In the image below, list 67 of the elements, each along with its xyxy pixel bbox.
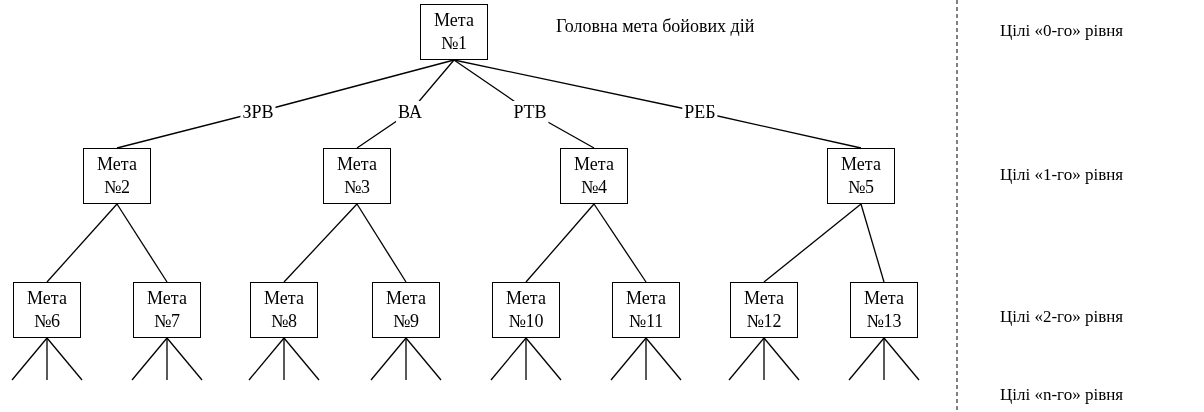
node-label: Мета №12	[743, 287, 785, 333]
node-label: Мета №3	[336, 153, 378, 199]
node-label: Мета №4	[573, 153, 615, 199]
branch-line	[525, 337, 562, 381]
branch-line	[283, 337, 320, 381]
edge-label: РТВ	[511, 101, 549, 123]
level-label: Цілі «2-го» рівня	[1000, 306, 1124, 328]
branch-line	[645, 337, 682, 381]
goal-box	[372, 282, 440, 338]
goal-box	[850, 282, 918, 338]
connector-line	[763, 203, 862, 283]
branch-line	[405, 337, 442, 381]
goal-box	[827, 148, 895, 204]
connector-line	[116, 203, 168, 283]
goal-box	[250, 282, 318, 338]
branch-line	[883, 337, 920, 381]
level-label: Цілі «n-го» рівня	[1000, 384, 1124, 406]
node-label: Мета №13	[863, 287, 905, 333]
node-label: Мета №10	[505, 287, 547, 333]
branch-line	[728, 337, 765, 381]
node-label: Мета №1	[433, 9, 475, 55]
branch-line	[490, 337, 527, 381]
level-label: Цілі «0-го» рівня	[1000, 20, 1124, 42]
goal-box	[612, 282, 680, 338]
node-label: Мета №11	[625, 287, 667, 333]
branch-line	[131, 337, 168, 381]
connector-line	[46, 203, 118, 283]
connector-line	[860, 203, 885, 283]
branch-line	[405, 337, 407, 381]
branch-line	[248, 337, 285, 381]
branch-line	[166, 337, 168, 381]
node-label: Мета №9	[385, 287, 427, 333]
goal-box	[13, 282, 81, 338]
connector-line	[356, 203, 407, 283]
node-label: Мета №7	[146, 287, 188, 333]
branch-line	[11, 337, 48, 381]
node-label: Мета №2	[96, 153, 138, 199]
edge-label: ВА	[396, 101, 424, 123]
level-label: Цілі «1-го» рівня	[1000, 164, 1124, 186]
goal-box	[560, 148, 628, 204]
node-label: Мета №5	[840, 153, 882, 199]
branch-line	[763, 337, 765, 381]
branch-line	[166, 337, 203, 381]
branch-line	[525, 337, 527, 381]
goal-box	[730, 282, 798, 338]
node-label: Мета №6	[26, 287, 68, 333]
node-label: Мета №8	[263, 287, 305, 333]
branch-line	[46, 337, 83, 381]
branch-line	[610, 337, 647, 381]
connector-line	[116, 59, 455, 149]
branch-line	[283, 337, 285, 381]
goal-box	[83, 148, 151, 204]
branch-line	[46, 337, 48, 381]
goal-box	[133, 282, 201, 338]
goal-box	[323, 148, 391, 204]
branch-line	[883, 337, 885, 381]
goal-box	[420, 4, 488, 60]
goal-box	[492, 282, 560, 338]
connector-line	[593, 203, 647, 283]
branch-line	[848, 337, 885, 381]
branch-line	[370, 337, 407, 381]
connector-line	[453, 59, 862, 149]
connector-line	[283, 203, 358, 283]
node-caption: Головна мета бойових дій	[556, 15, 755, 37]
branch-line	[763, 337, 800, 381]
branch-line	[645, 337, 647, 381]
connector-line	[525, 203, 595, 283]
